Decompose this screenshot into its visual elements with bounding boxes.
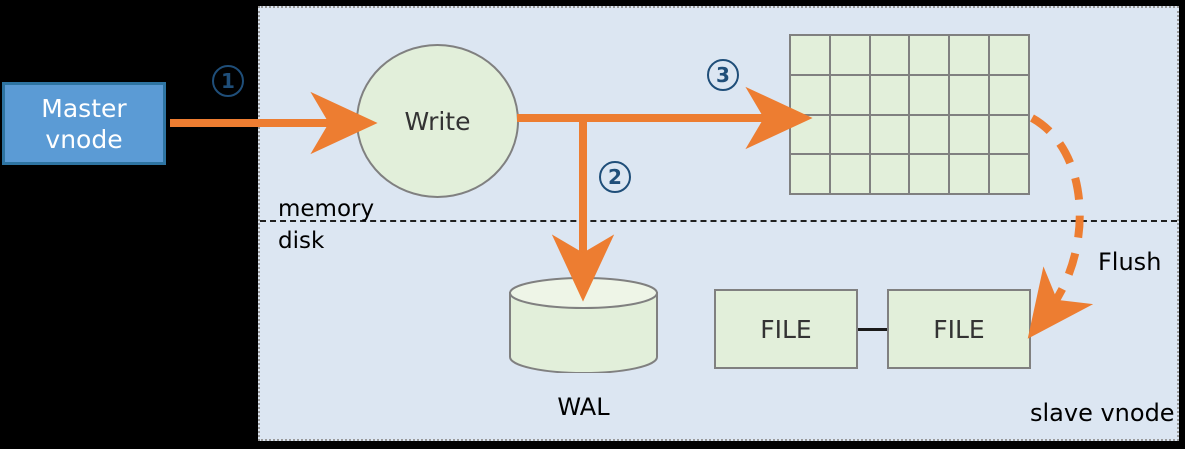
memtable-grid [789, 34, 1030, 195]
memtable-cell [910, 115, 949, 154]
write-node: Write [356, 44, 519, 198]
master-vnode-label-line2: vnode [45, 124, 123, 154]
memtable-cell [950, 75, 989, 114]
step-number-3: 3 [707, 59, 739, 91]
file-box-second-label: FILE [933, 314, 985, 344]
memtable-cell [791, 115, 829, 154]
memtable-cell [830, 155, 869, 193]
memtable-cell [791, 155, 829, 193]
file-box-first-label: FILE [760, 314, 812, 344]
memtable-cell [791, 36, 829, 74]
memtable-cell [870, 36, 909, 74]
memtable-cell [910, 155, 949, 193]
step-number-2-text: 2 [608, 165, 622, 189]
memtable-cell [830, 115, 869, 154]
flush-label: Flush [1098, 248, 1162, 276]
wal-cylinder-icon [508, 277, 659, 374]
file-box-first: FILE [714, 289, 858, 369]
disk-layer-label: disk [278, 228, 325, 254]
file-connector-line [858, 328, 887, 331]
step-number-1-text: 1 [221, 69, 235, 93]
memtable-cell [950, 115, 989, 154]
memtable-cell [870, 115, 909, 154]
memtable-cell [830, 75, 869, 114]
memtable-cell [870, 155, 909, 193]
memtable-cell [990, 36, 1028, 74]
memtable-cell [990, 75, 1028, 114]
file-box-second: FILE [887, 289, 1031, 369]
memory-layer-label: memory [278, 196, 375, 222]
memtable-cell [950, 155, 989, 193]
memtable-cell [990, 115, 1028, 154]
memtable-cell [990, 155, 1028, 193]
slave-vnode-label: slave vnode [1030, 399, 1175, 427]
memory-disk-divider [260, 220, 1177, 222]
memtable-cell [830, 36, 869, 74]
master-vnode-label-line1: Master [41, 93, 127, 123]
memtable-cell [950, 36, 989, 74]
step-number-3-text: 3 [716, 63, 730, 87]
wal-label: WAL [557, 393, 610, 421]
memtable-cell [910, 36, 949, 74]
step-number-1: 1 [212, 65, 244, 97]
memtable-cell [910, 75, 949, 114]
memtable-cell [791, 75, 829, 114]
write-node-label: Write [404, 106, 471, 136]
memtable-cell [870, 75, 909, 114]
master-vnode-box: Master vnode [2, 82, 166, 165]
step-number-2: 2 [599, 161, 631, 193]
